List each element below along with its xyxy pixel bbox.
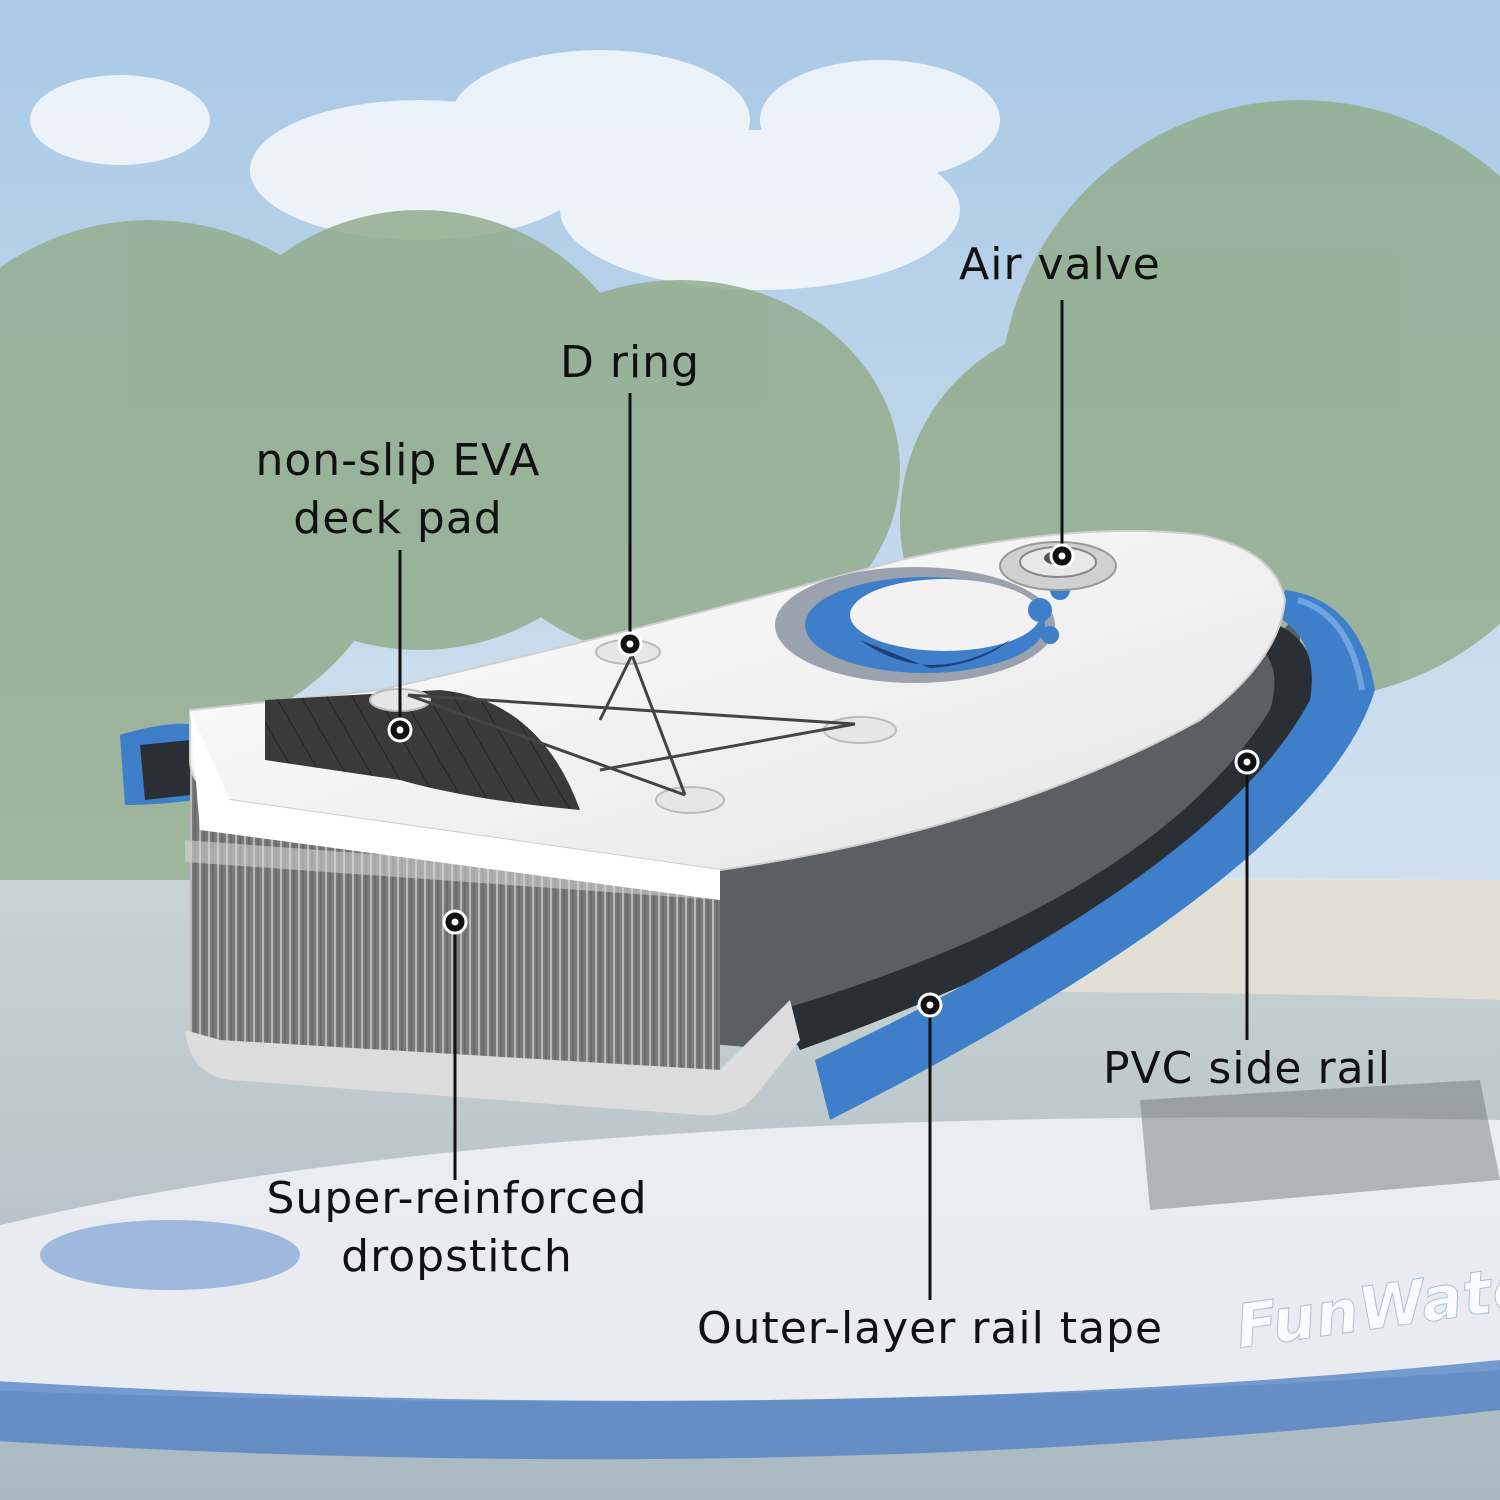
callout-rail-tape: Outer-layer rail tape <box>697 1300 1163 1358</box>
callout-air-valve-text: Air valve <box>959 239 1161 290</box>
callout-deck-pad-line2: deck pad <box>293 493 503 544</box>
callout-d-ring: D ring <box>560 334 700 392</box>
brand-logo-icon <box>775 567 1070 683</box>
callout-air-valve: Air valve <box>959 236 1161 294</box>
callout-dropstitch-line1: Super-reinforced <box>266 1173 648 1224</box>
callout-dropstitch-line2: dropstitch <box>341 1231 573 1282</box>
callout-pvc-side-rail: PVC side rail <box>1103 1040 1391 1098</box>
bungee-cord <box>407 654 856 797</box>
callout-markers <box>387 543 1260 1018</box>
callout-dropstitch: Super-reinforced dropstitch <box>267 1170 648 1286</box>
callout-d-ring-text: D ring <box>560 337 700 388</box>
callout-leaders <box>398 300 1249 1300</box>
callout-deck-pad-line1: non-slip EVA <box>255 435 541 486</box>
callout-rail-tape-text: Outer-layer rail tape <box>696 1303 1164 1354</box>
board-body <box>120 529 1375 1120</box>
callout-pvc-side-rail-text: PVC side rail <box>1103 1043 1391 1094</box>
callout-deck-pad: non-slip EVA deck pad <box>255 432 540 548</box>
